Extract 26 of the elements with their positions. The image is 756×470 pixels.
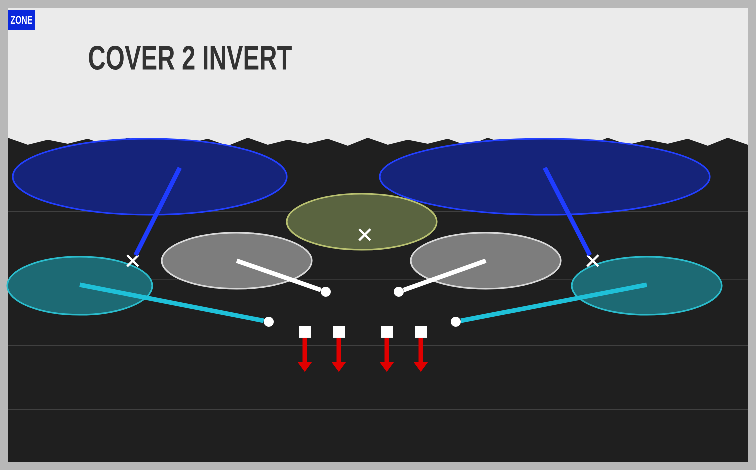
lineman-square	[333, 326, 345, 338]
zone-ellipse	[12, 138, 288, 216]
defender-circle	[451, 316, 461, 327]
lineman-square	[381, 326, 393, 338]
defender-x-mark	[126, 254, 140, 268]
defender-x-mark	[358, 228, 372, 242]
zone-tag: ZONE	[8, 10, 36, 30]
zone-ellipse	[286, 193, 438, 251]
assignment-line	[236, 258, 322, 292]
assignment-line	[460, 282, 648, 324]
assignment-line	[543, 166, 592, 256]
lineman-square	[415, 326, 427, 338]
zone-ellipse	[161, 232, 313, 290]
assignment-line	[80, 282, 264, 324]
defender-circle	[321, 286, 331, 297]
defender-circle	[264, 316, 274, 327]
zone-ellipse	[379, 138, 711, 216]
assignment-line	[403, 258, 487, 292]
assignment-line	[134, 166, 182, 256]
lineman-square	[299, 326, 311, 338]
zone-ellipse	[6, 256, 154, 316]
title: COVER 2 INVERT	[89, 46, 292, 70]
zone-ellipse	[571, 256, 723, 316]
defender-circle	[394, 286, 404, 297]
zone-ellipse	[410, 232, 562, 290]
defender-x-mark	[586, 254, 600, 268]
